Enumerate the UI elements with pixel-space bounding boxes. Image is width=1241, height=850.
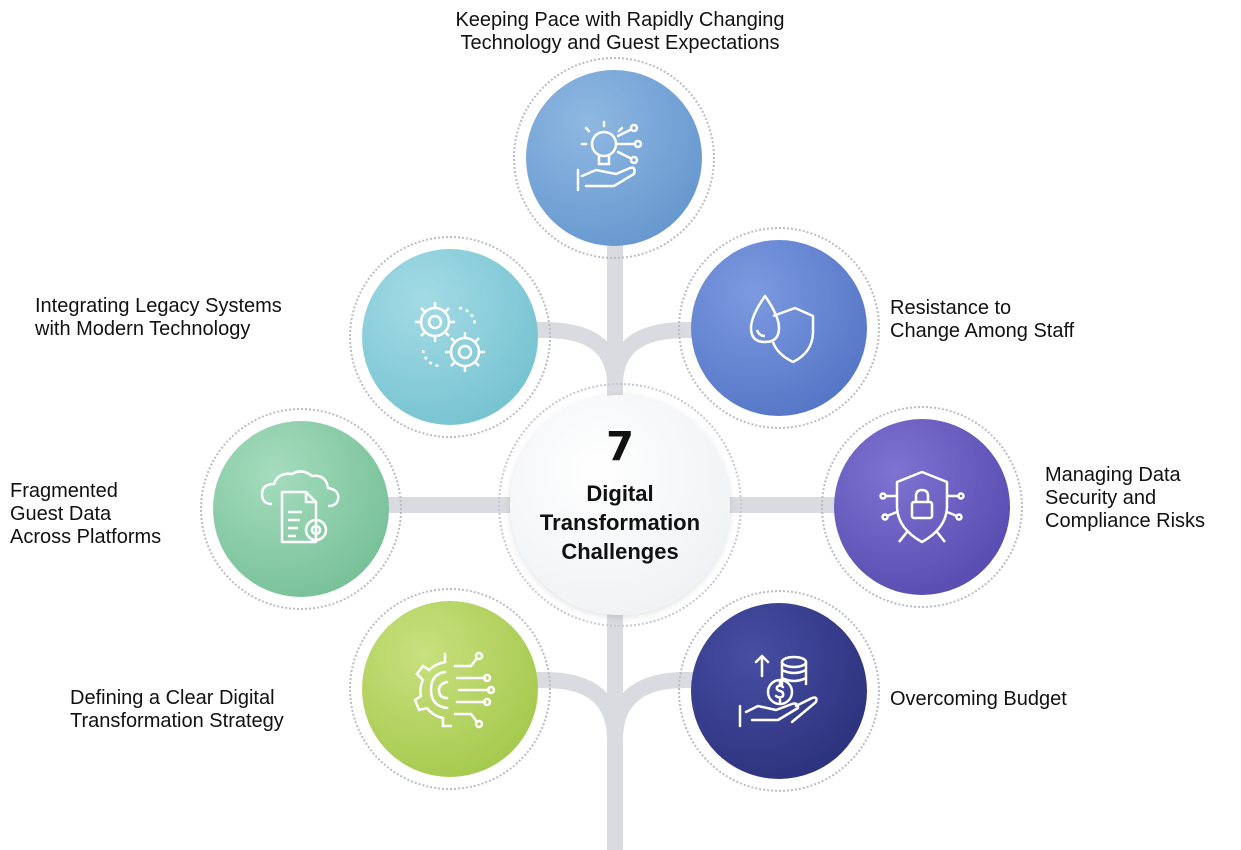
gear-circuit-icon: [413, 651, 495, 729]
node-ring-digital-strategy: [349, 588, 551, 790]
label-fragmented-data: Fragmented Guest Data Across Platforms: [10, 480, 162, 548]
lock-shield-icon: [879, 470, 965, 544]
node-legacy-systems[interactable]: [362, 249, 538, 425]
center-title: Digital Transformation Challenges: [539, 481, 701, 564]
node-ring-legacy-systems: [349, 236, 551, 438]
center-number: 7: [606, 424, 634, 470]
node-digital-strategy[interactable]: [362, 601, 538, 777]
node-ring-fragmented-data: [200, 408, 402, 610]
gears-icon: [415, 302, 485, 372]
cloud-document-icon: [260, 470, 340, 544]
label-digital-strategy: Defining a Clear Digital Transformation …: [70, 687, 284, 732]
label-resistance: Resistance to Change Among Staff: [890, 297, 1075, 342]
node-budget[interactable]: [691, 603, 867, 779]
node-fragmented-data[interactable]: [213, 421, 389, 597]
hand-coins-icon: [738, 654, 818, 728]
drop-shield-icon: [749, 294, 815, 364]
node-ring-resistance: [678, 227, 880, 429]
node-ring-budget: [678, 590, 880, 792]
label-legacy-systems: Integrating Legacy Systems with Modern T…: [35, 295, 282, 340]
center-ring: [498, 383, 742, 627]
innovation-bulb-icon: [576, 120, 643, 192]
center-hub: 7 Digital Transformation Challenges: [510, 395, 730, 615]
label-budget: Overcoming Budget: [890, 688, 1067, 710]
node-resistance[interactable]: [691, 240, 867, 416]
node-keeping-pace[interactable]: [526, 70, 702, 246]
label-data-security: Managing Data Security and Compliance Ri…: [1045, 464, 1206, 532]
label-keeping-pace: Keeping Pace with Rapidly Changing Techn…: [455, 9, 785, 54]
node-ring-data-security: [821, 406, 1023, 608]
node-data-security[interactable]: [834, 419, 1010, 595]
node-ring-keeping-pace: [513, 57, 715, 259]
